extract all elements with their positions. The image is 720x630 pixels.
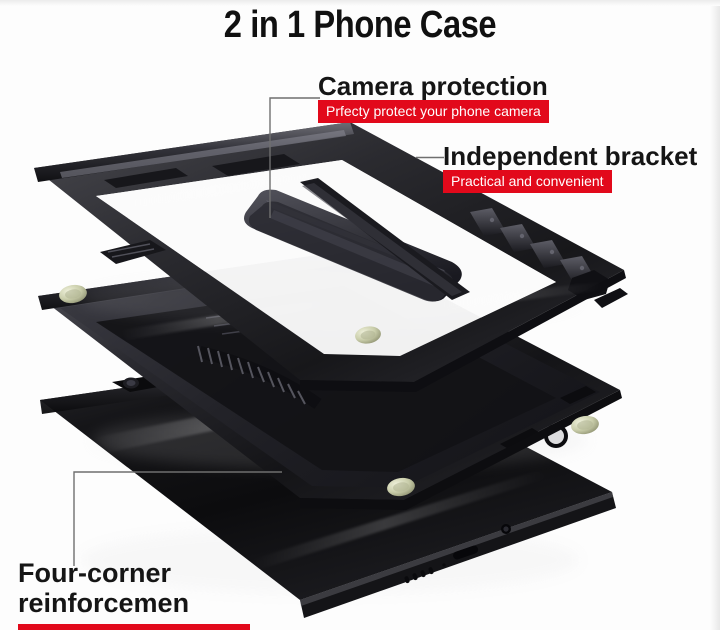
page-title: 2 in 1 Phone Case (223, 4, 497, 46)
phone-ports (404, 524, 511, 584)
callout-camera-heading: Camera protection (318, 71, 548, 101)
callout-camera-protection: Camera protection Prfecty protect your p… (318, 72, 549, 123)
callout-bracket-heading: Independent bracket (443, 141, 698, 171)
callout-camera-badge: Prfecty protect your phone camera (318, 100, 549, 123)
callout-four-corner-reinforcement: Four-corner reinforcemen (18, 558, 250, 630)
corner-screws (59, 284, 599, 497)
callout-bracket-badge: Practical and convenient (443, 170, 612, 193)
hinge-spring (197, 345, 322, 409)
callout-corner-badge (18, 624, 250, 630)
callout-independent-bracket: Independent bracket Practical and conven… (443, 142, 697, 193)
callout-corner-heading: Four-corner reinforcemen (18, 558, 190, 618)
outer-armor-frame-layer (34, 122, 628, 392)
